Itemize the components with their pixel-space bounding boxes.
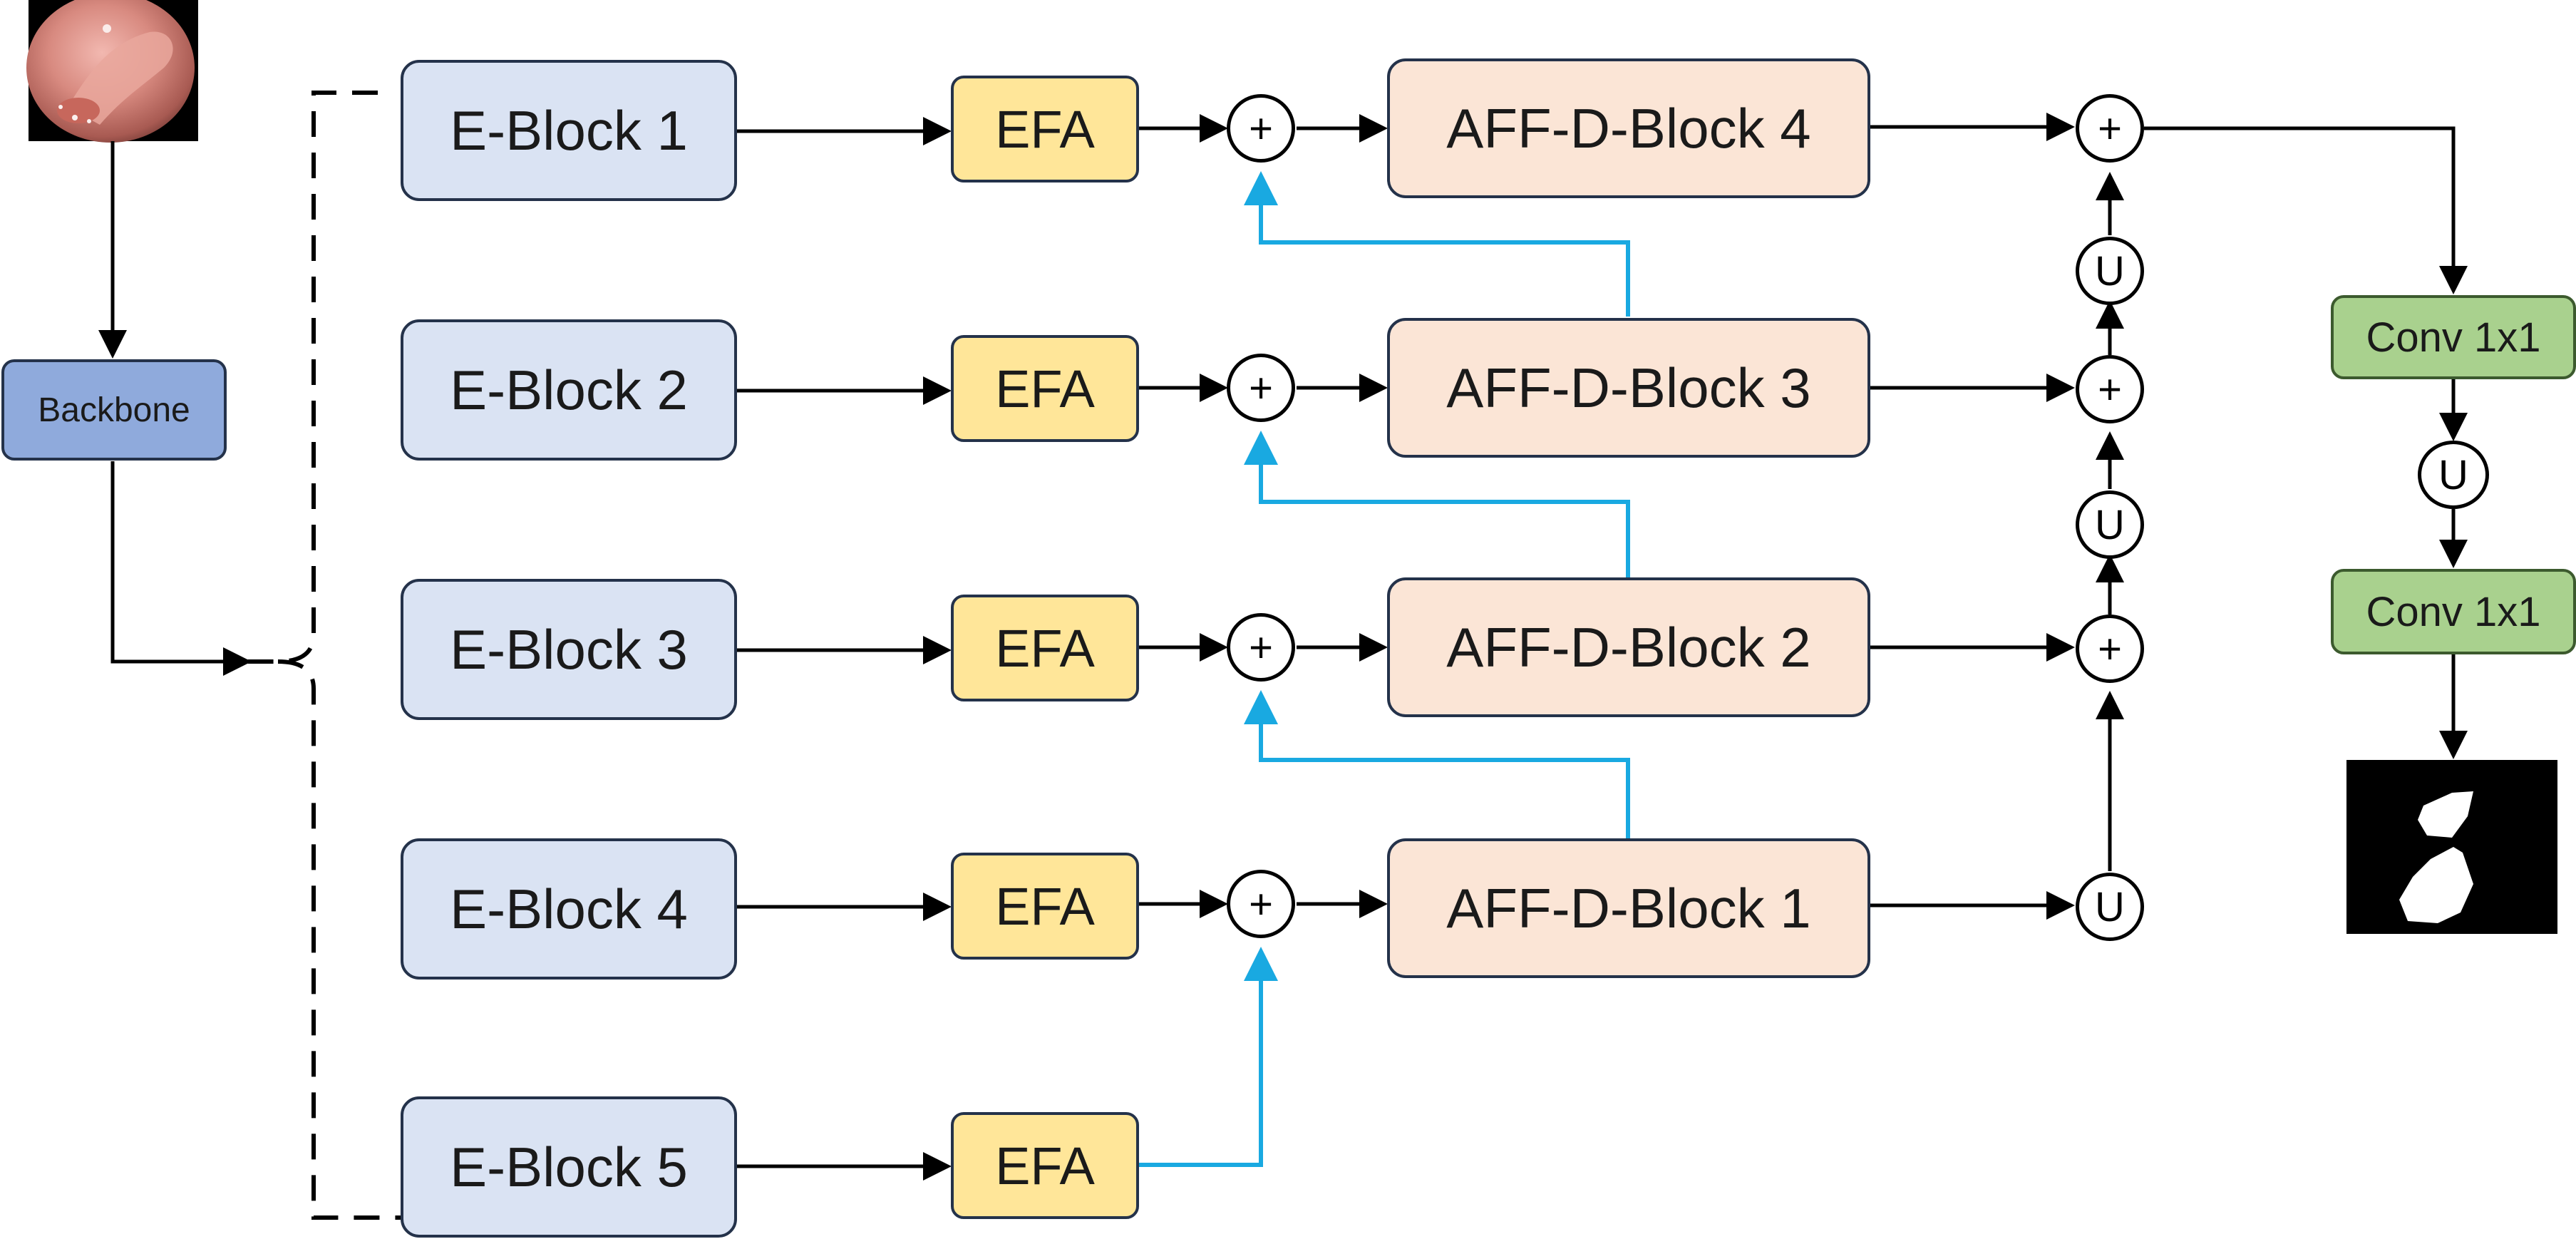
- decoder-block-4-label: AFF-D-Block 4: [1446, 96, 1811, 160]
- add-symbol: +: [1249, 105, 1273, 152]
- encoder-block-1-label: E-Block 1: [450, 98, 688, 162]
- encoder-block-5: E-Block 5: [401, 1096, 737, 1238]
- decoder-block-2: AFF-D-Block 2: [1387, 577, 1870, 717]
- add-node-1: +: [1227, 94, 1295, 163]
- efa-module-2: EFA: [951, 335, 1139, 442]
- head-upsample-node: U: [2418, 441, 2489, 509]
- fuse-add-node-3: +: [2076, 615, 2144, 683]
- skip-dblock2-to-add2: [1244, 431, 1630, 577]
- efa-module-4-label: EFA: [995, 876, 1095, 936]
- efa-module-1-label: EFA: [995, 99, 1095, 159]
- backbone-block: Backbone: [1, 359, 227, 461]
- efa-module-3: EFA: [951, 595, 1139, 701]
- add-node-3: +: [1227, 613, 1295, 682]
- upsample-symbol: U: [2095, 883, 2125, 930]
- conv-1x1-bottom: Conv 1x1: [2331, 569, 2576, 654]
- output-mask-image: [2346, 760, 2557, 934]
- encoder-block-2: E-Block 2: [401, 319, 737, 461]
- skip-dblock3-to-add1: [1244, 171, 1630, 317]
- arrow-backbone-to-encoder: [110, 461, 252, 676]
- encoder-block-4: E-Block 4: [401, 838, 737, 980]
- add-symbol: +: [1249, 624, 1273, 671]
- upsample-symbol: U: [2095, 501, 2125, 548]
- encoder-block-1: E-Block 1: [401, 60, 737, 201]
- efa-module-4: EFA: [951, 853, 1139, 960]
- skip-efa5-to-add4: [1139, 947, 1278, 1167]
- encoder-block-5-label: E-Block 5: [450, 1135, 688, 1198]
- add-symbol: +: [2098, 105, 2122, 152]
- decoder-block-1: AFF-D-Block 1: [1387, 838, 1870, 978]
- encoder-block-3-label: E-Block 3: [450, 617, 688, 681]
- upsample-symbol: U: [2438, 451, 2468, 498]
- encoder-block-2-label: E-Block 2: [450, 358, 688, 421]
- fuse-add-node-1: +: [2076, 94, 2144, 163]
- efa-module-1: EFA: [951, 76, 1139, 182]
- add-symbol: +: [2098, 625, 2122, 672]
- encoder-block-4-label: E-Block 4: [450, 877, 688, 940]
- conv-top-label: Conv 1x1: [2366, 314, 2541, 361]
- add-symbol: +: [1249, 364, 1273, 411]
- arrow-fuse-to-conv: [2144, 126, 2468, 294]
- encoder-block-3: E-Block 3: [401, 579, 737, 720]
- add-node-4: +: [1227, 870, 1295, 938]
- decoder-block-1-label: AFF-D-Block 1: [1446, 876, 1811, 940]
- encoder-bracket: [246, 91, 401, 1220]
- efa-module-2-label: EFA: [995, 359, 1095, 418]
- fuse-add-node-2: +: [2076, 355, 2144, 423]
- decoder-block-2-label: AFF-D-Block 2: [1446, 615, 1811, 679]
- backbone-label: Backbone: [38, 391, 190, 429]
- decoder-block-3-label: AFF-D-Block 3: [1446, 356, 1811, 419]
- upsample-symbol: U: [2095, 247, 2125, 294]
- add-symbol: +: [2098, 366, 2122, 413]
- upsample-node-1: U: [2076, 237, 2144, 305]
- efa-module-3-label: EFA: [995, 618, 1095, 678]
- decoder-block-3: AFF-D-Block 3: [1387, 318, 1870, 458]
- conv-bottom-label: Conv 1x1: [2366, 588, 2541, 635]
- input-image: [26, 0, 198, 143]
- efa-module-5: EFA: [951, 1112, 1139, 1219]
- conv-1x1-top: Conv 1x1: [2331, 295, 2576, 379]
- add-symbol: +: [1249, 880, 1273, 927]
- upsample-node-3: U: [2076, 873, 2144, 941]
- skip-dblock1-to-add3: [1244, 690, 1630, 838]
- efa-module-5-label: EFA: [995, 1136, 1095, 1196]
- add-node-2: +: [1227, 354, 1295, 422]
- decoder-block-4: AFF-D-Block 4: [1387, 58, 1870, 198]
- upsample-node-2: U: [2076, 490, 2144, 559]
